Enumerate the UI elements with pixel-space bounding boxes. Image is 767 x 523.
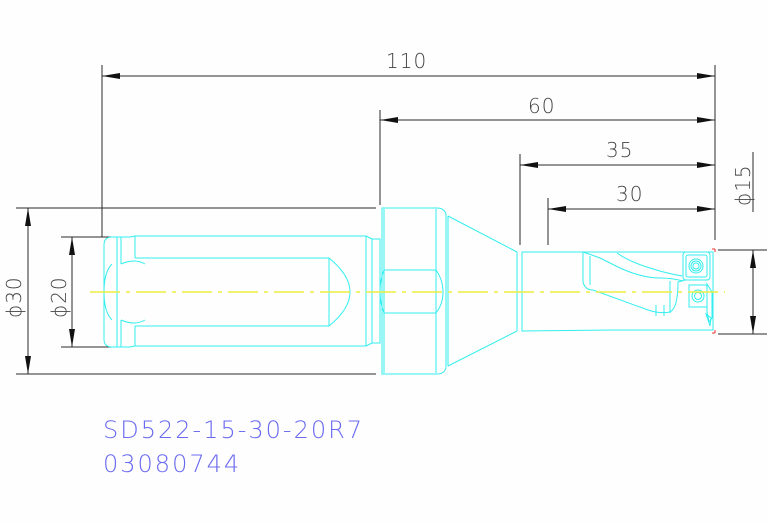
dimension-extension-lines [16, 65, 767, 375]
part-number-label: SD522-15-30-20R7 [103, 416, 365, 444]
dimension-phi30: ϕ30 [2, 208, 31, 374]
dim-label-60: 60 [528, 94, 555, 118]
dimension-60: 60 [380, 94, 715, 123]
tool-shank [103, 235, 381, 348]
dim-label-phi20: ϕ20 [47, 276, 71, 318]
dimension-phi20: ϕ20 [47, 237, 75, 347]
tool-drill-body [521, 251, 714, 332]
tool-flange [379, 207, 449, 375]
dim-label-phi30: ϕ30 [2, 276, 26, 318]
corner-marks [712, 248, 716, 334]
part-code-label: 03080744 [103, 450, 242, 478]
dim-label-35: 35 [606, 138, 633, 162]
dim-label-phi15: ϕ15 [731, 164, 755, 206]
tool-taper [447, 215, 523, 367]
dimension-110: 110 [102, 49, 715, 79]
dimension-35: 35 [520, 138, 715, 168]
dim-label-30: 30 [616, 182, 643, 206]
dimension-30: 30 [548, 182, 715, 212]
dimension-phi15: ϕ15 [731, 152, 756, 334]
dim-label-110: 110 [386, 49, 427, 73]
